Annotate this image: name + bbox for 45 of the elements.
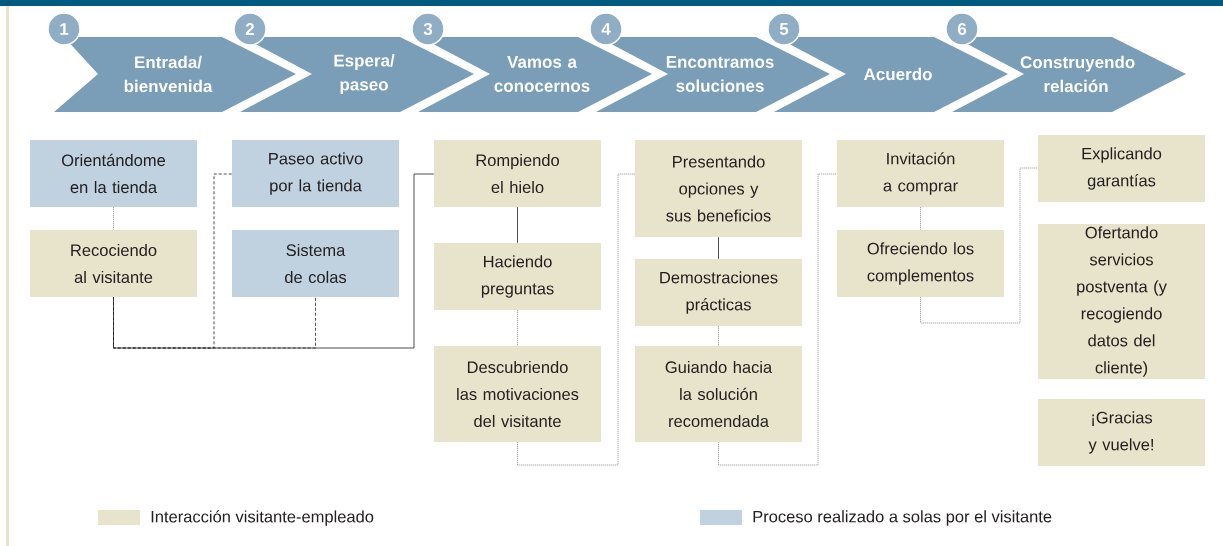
process-box: Sistema de colas xyxy=(232,230,399,297)
connector-line xyxy=(517,206,518,244)
node-label: Acuerdo xyxy=(863,67,932,81)
process-box: Orientándome en la tienda xyxy=(30,140,197,207)
step-number: 1 xyxy=(47,12,81,46)
node-label: Encontramos soluciones xyxy=(666,56,774,92)
process-box: Ofertando servicios postventa (y recogiendo datos del cliente) xyxy=(1038,224,1205,379)
process-box: Demostraciones prácticas xyxy=(635,259,802,326)
stage-banner: Acuerdo xyxy=(774,37,1008,112)
legend-label: Proceso realizado a solas por el visitante xyxy=(753,510,1052,526)
connector-line xyxy=(920,206,921,231)
process-box: Guiando hacia la solución recomendada xyxy=(635,346,802,442)
connector-line xyxy=(718,325,719,347)
process-box: Explicando garantías xyxy=(1038,135,1205,202)
connector-line xyxy=(718,173,838,466)
step-number: 5 xyxy=(767,12,801,46)
connector-line xyxy=(920,167,1039,324)
connector-line xyxy=(113,173,435,349)
process-box: Presentando opciones y sus beneficios xyxy=(635,140,802,237)
step-number: 3 xyxy=(411,12,445,46)
process-box: Paseo activo por la tienda xyxy=(232,140,399,207)
stage-banner: Encontramos soluciones xyxy=(596,37,830,112)
legend-label: Interacción visitante-empleado xyxy=(151,510,374,526)
step-number: 6 xyxy=(945,12,979,46)
stage-banner: Vamos a conocernos xyxy=(418,37,652,112)
connector-line xyxy=(113,206,114,231)
stage-banner: Construyendo relación xyxy=(952,37,1186,112)
process-box: Recociendo al visitante xyxy=(30,230,197,297)
connector-line xyxy=(517,173,636,466)
node-label: Entrada/ bienvenida xyxy=(124,55,213,93)
stage-banner: Entrada/ bienvenida xyxy=(54,37,296,112)
process-box: ¡Gracias y vuelve! xyxy=(1038,399,1205,466)
stage-banner: Espera/ paseo xyxy=(240,37,474,112)
process-box: Rompiendo el hielo xyxy=(434,140,601,207)
step-number: 4 xyxy=(589,12,623,46)
process-box: Invitación a comprar xyxy=(837,140,1004,207)
process-box: Ofreciendo los complementos xyxy=(837,230,1004,297)
step-number: 2 xyxy=(233,12,267,46)
node-label: Espera/ paseo xyxy=(334,54,395,94)
node-label: Construyendo relación xyxy=(1020,55,1135,93)
connector-line xyxy=(718,236,719,260)
process-box: Haciendo preguntas xyxy=(434,243,601,310)
node-label: Vamos a conocernos xyxy=(494,56,590,92)
process-box: Descubriendo las motivaciones del visitante xyxy=(434,346,601,442)
connector-line xyxy=(517,309,518,347)
